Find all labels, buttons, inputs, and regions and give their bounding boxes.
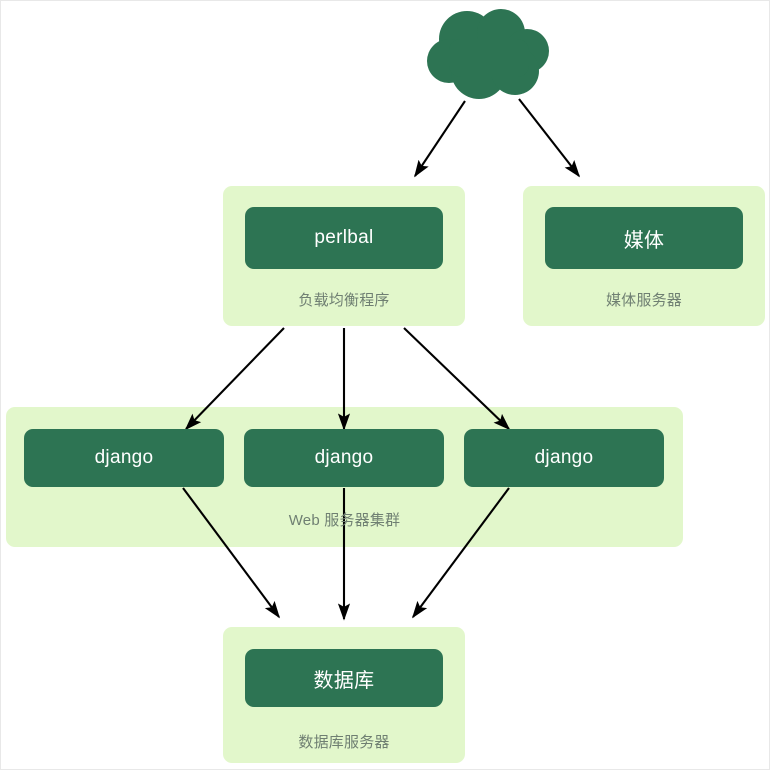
node-django-3[interactable]: django <box>464 429 664 487</box>
node-perlbal[interactable]: perlbal <box>245 207 443 269</box>
internet-cloud[interactable] <box>425 9 553 105</box>
node-media[interactable]: 媒体 <box>545 207 743 269</box>
group-label-web-cluster: Web 服务器集群 <box>288 512 401 529</box>
node-django-2[interactable]: django <box>244 429 444 487</box>
group-label-database: 数据库服务器 <box>298 734 390 751</box>
node-django-1[interactable]: django <box>24 429 224 487</box>
group-label-media: 媒体服务器 <box>605 292 682 309</box>
edge-cloud-to-perlbal <box>414 100 466 178</box>
group-label-load-balancer: 负载均衡程序 <box>298 292 390 309</box>
cloud-icon <box>427 9 549 99</box>
edge-cloud-to-media <box>518 98 581 178</box>
node-database[interactable]: 数据库 <box>245 649 443 707</box>
